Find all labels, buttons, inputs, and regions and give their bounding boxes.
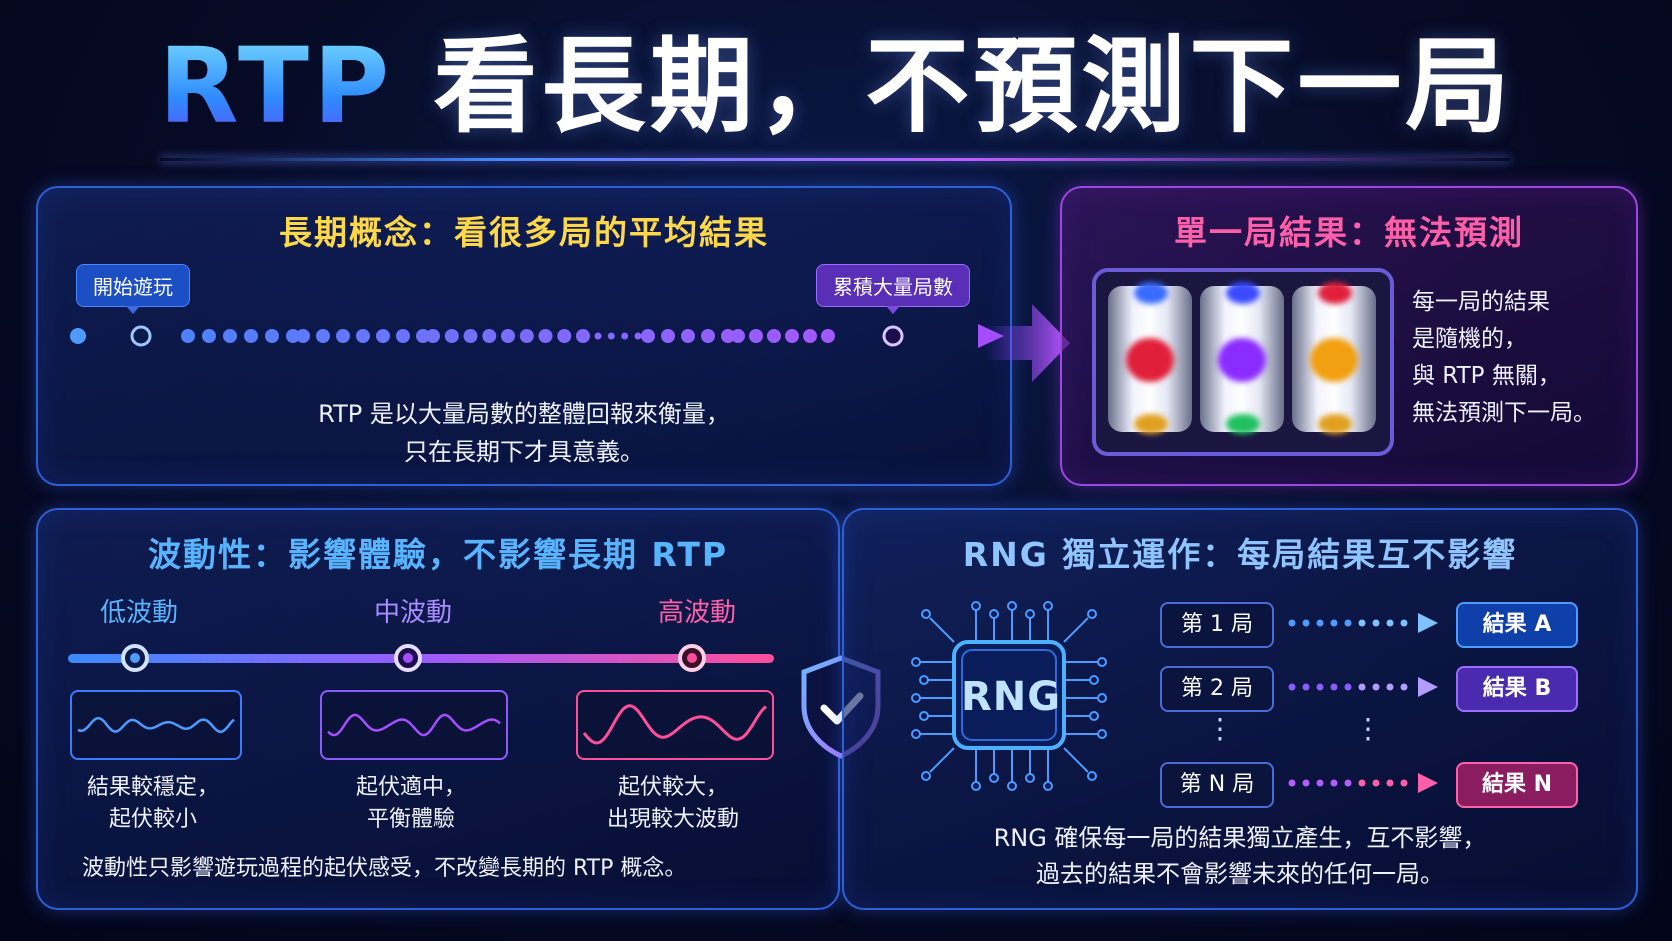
high-caption-line: 出現較大波動 <box>606 807 739 832</box>
volatility-slider <box>68 644 774 672</box>
start-tag: 開始遊玩 <box>76 264 190 314</box>
mid-volatility-label: 中波動 <box>374 598 453 628</box>
ellipsis-left: ⋮ <box>1206 712 1234 745</box>
single-round-line: 無法預測下一局。 <box>1412 400 1596 426</box>
mid-caption: 起伏適中， 平衡體驗 <box>306 772 516 836</box>
round-1-label: 第 1 局 <box>1160 602 1274 648</box>
long-term-desc-1: RTP 是以大量局數的整體回報來衡量， <box>318 400 730 428</box>
rng-chip-icon <box>911 601 1107 791</box>
slot-reels-icon <box>1092 268 1394 456</box>
low-caption: 結果較穩定， 起伏較小 <box>48 772 258 836</box>
single-round-line: 與 RTP 無關， <box>1412 363 1561 389</box>
single-round-line: 每一局的結果 <box>1412 289 1550 315</box>
low-volatility-wave <box>70 690 242 760</box>
volatility-heading: 波動性：影響體驗，不影響長期 RTP <box>147 535 729 574</box>
mid-caption-line: 平衡體驗 <box>366 807 455 832</box>
result-n-badge: 結果 N <box>1456 762 1578 808</box>
rng-footer-2: 過去的結果不會影響未來的任何一局。 <box>1036 860 1444 888</box>
page-title: RTP 看長期，不預測下一局 <box>0 26 1672 146</box>
mid-volatility-wave <box>320 690 508 760</box>
round-2-label: 第 2 局 <box>1160 666 1274 712</box>
long-term-panel: 長期概念：看很多局的平均結果 開始遊玩 累積大量局數 RTP 是以大量局數的整體… <box>36 186 1012 486</box>
end-tag: 累積大量局數 <box>816 264 970 314</box>
ellipsis-right: ⋮ <box>1354 712 1382 745</box>
long-term-desc-2: 只在長期下才具意義。 <box>404 438 644 466</box>
high-volatility-label: 高波動 <box>658 598 737 628</box>
high-volatility-wave <box>576 690 774 760</box>
high-caption: 起伏較大， 出現較大波動 <box>568 772 778 836</box>
result-b-badge: 結果 B <box>1456 666 1578 712</box>
single-round-line: 是隨機的， <box>1412 326 1527 352</box>
result-a-badge: 結果 A <box>1456 602 1578 648</box>
title-divider <box>160 158 1510 161</box>
rng-panel: RNG 獨立運作：每局結果互不影響 RNG 第 1 局 第 2 局 第 N 局 … <box>842 508 1638 910</box>
long-term-heading: 長期概念：看很多局的平均結果 <box>279 213 769 252</box>
round-n-label: 第 N 局 <box>1160 762 1274 808</box>
low-caption-line: 結果較穩定， <box>86 775 219 800</box>
low-volatility-label: 低波動 <box>100 598 179 628</box>
high-caption-line: 起伏較大， <box>617 775 728 800</box>
rng-footer-1: RNG 確保每一局的結果獨立產生，互不影響， <box>993 824 1487 852</box>
title-accent: RTP <box>158 25 394 147</box>
progress-dots-timeline <box>70 324 1004 348</box>
arrow-right-icon <box>984 304 1070 382</box>
low-caption-line: 起伏較小 <box>108 807 197 832</box>
rng-chip-label: RNG <box>960 674 1062 720</box>
title-rest: 看長期，不預測下一局 <box>393 25 1514 147</box>
single-round-panel: 單一局結果：無法預測 每一局的結果 是隨機的， 與 RTP 無關， 無法預測下一… <box>1060 186 1638 486</box>
volatility-footer: 波動性只影響遊玩過程的起伏感受，不改變長期的 RTP 概念。 <box>82 856 687 881</box>
volatility-panel: 波動性：影響體驗，不影響長期 RTP 低波動 中波動 高波動 結果較穩定， 起伏… <box>36 508 840 910</box>
single-round-heading: 單一局結果：無法預測 <box>1174 213 1524 252</box>
single-round-text: 每一局的結果 是隨機的， 與 RTP 無關， 無法預測下一局。 <box>1412 284 1632 432</box>
round-arrows <box>1288 613 1438 793</box>
rng-heading: RNG 獨立運作：每局結果互不影響 <box>962 535 1518 574</box>
mid-caption-line: 起伏適中， <box>355 775 466 800</box>
